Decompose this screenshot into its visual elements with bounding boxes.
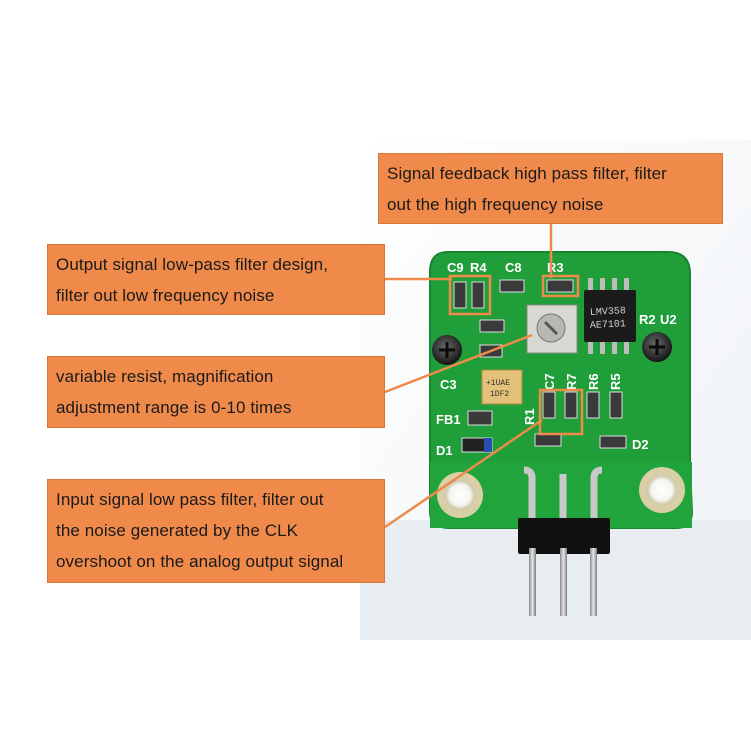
callout-input-line2: the noise generated by the CLK [56, 521, 299, 540]
highlight-output-filter [448, 274, 492, 316]
callout-output-low-pass: Output signal low-pass filter design, fi… [47, 244, 385, 315]
highlight-feedback-filter [541, 274, 580, 298]
label-u2: U2 [660, 312, 677, 327]
label-r3: R3 [547, 260, 564, 275]
callout-variable-line2: adjustment range is 0-10 times [56, 398, 292, 417]
capacitor-marking-line1: +1UAE [486, 379, 510, 388]
label-d1: D1 [436, 443, 453, 458]
label-r1: R1 [522, 408, 537, 425]
label-fb1: FB1 [436, 412, 461, 427]
smd-components [453, 279, 627, 449]
callout-input-line1: Input signal low pass filter, filter out [56, 490, 324, 509]
label-r5: R5 [608, 373, 623, 390]
highlight-input-filter [538, 388, 584, 436]
label-r7: R7 [564, 373, 579, 390]
label-r2: R2 [639, 312, 656, 327]
chip-marking-line1: LMV358 [590, 306, 627, 319]
callout-feedback-high-pass: Signal feedback high pass filter, filter… [378, 153, 723, 224]
callout-feedback-line2: out the high frequency noise [387, 195, 604, 214]
label-c3: C3 [440, 377, 457, 392]
callout-output-line2: filter out low frequency noise [56, 286, 275, 305]
callout-variable-resistor: variable resist, magnification adjustmen… [47, 356, 385, 428]
header-pins [523, 466, 603, 616]
callout-input-low-pass: Input signal low pass filter, filter out… [47, 479, 385, 583]
leader-variable [384, 333, 533, 394]
ic-chip [584, 290, 636, 342]
label-r4: R4 [470, 260, 487, 275]
callout-feedback-line1: Signal feedback high pass filter, filter [387, 164, 667, 183]
label-c9: C9 [447, 260, 464, 275]
callout-variable-line1: variable resist, magnification [56, 367, 274, 386]
label-r6: R6 [586, 373, 601, 390]
label-c8: C8 [505, 260, 522, 275]
label-d2: D2 [632, 437, 649, 452]
header-pin-body [518, 518, 610, 554]
callout-input-line3: overshoot on the analog output signal [56, 552, 344, 571]
capacitor-marking-line2: 1DF2 [490, 390, 509, 399]
callout-output-line1: Output signal low-pass filter design, [56, 255, 329, 274]
label-c7: C7 [542, 373, 557, 390]
mounting-hole-right-center [647, 475, 677, 505]
leader-input [384, 418, 543, 529]
mounting-hole-left-center [445, 480, 475, 510]
tantalum-capacitor [481, 369, 523, 405]
chip-marking-line2: AE7101 [590, 319, 627, 332]
